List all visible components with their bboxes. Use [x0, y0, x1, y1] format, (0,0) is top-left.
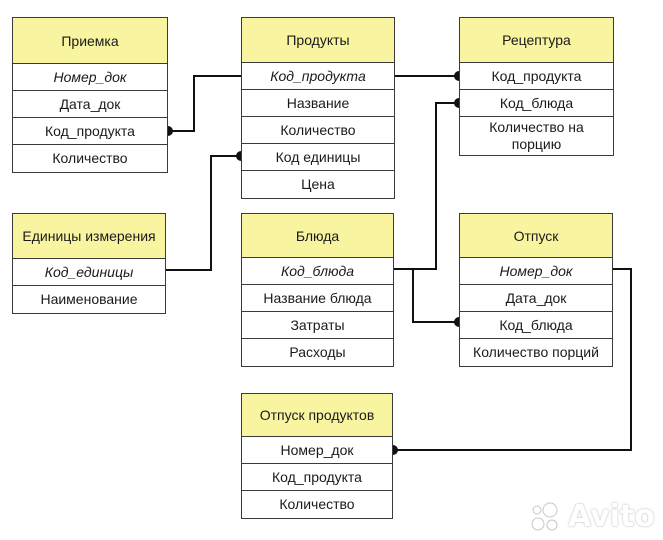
- entity-receptura: Рецептура Код_продукта Код_блюда Количес…: [459, 17, 614, 156]
- link-edinicy-produkty: [166, 155, 241, 271]
- entity-field: Количество: [52, 150, 128, 166]
- entity-title: Приемка: [13, 18, 167, 64]
- entity-blyuda: Блюда Код_блюда Название блюда Затраты Р…: [241, 213, 394, 367]
- entity-title: Блюда: [242, 214, 393, 258]
- entity-otpusk: Отпуск Номер_док Дата_док Код_блюда Коли…: [459, 213, 613, 367]
- entity-title: Отпуск продуктов: [242, 394, 392, 437]
- entity-produkty: Продукты Код_продукта Название Количеств…: [241, 17, 395, 199]
- entity-field: Код_продукта: [13, 118, 167, 145]
- watermark-text: Avito: [568, 499, 655, 534]
- entity-field: Количество: [279, 496, 355, 512]
- entity-field: Наименование: [40, 291, 138, 307]
- entity-title: Рецептура: [460, 18, 613, 63]
- link-priemka-produkty: [168, 75, 241, 132]
- entity-title: Продукты: [242, 18, 394, 63]
- entity-field: Код_продукта: [242, 464, 392, 491]
- entity-field: Номер_док: [13, 64, 167, 91]
- entity-field: Количество порций: [473, 344, 599, 360]
- link-otpusk-otpusk-produktov: [393, 268, 632, 451]
- entity-field: Номер_док: [460, 258, 612, 285]
- entity-field: Код_продукта: [460, 63, 613, 90]
- entity-field: Затраты: [242, 312, 393, 339]
- entity-title: Отпуск: [460, 214, 612, 258]
- entity-field: Название: [242, 90, 394, 117]
- entity-field: Код_блюда: [460, 90, 613, 117]
- entity-field: Код_блюда: [460, 312, 612, 339]
- entity-field: Название блюда: [242, 285, 393, 312]
- entity-field: Код_продукта: [242, 63, 394, 90]
- entity-otpusk-produktov: Отпуск продуктов Номер_док Код_продукта …: [241, 393, 393, 519]
- entity-title: Единицы измерения: [13, 214, 165, 259]
- link-blyuda-otpusk: [394, 268, 459, 323]
- entity-field: Расходы: [289, 344, 346, 360]
- entity-field: Номер_док: [242, 437, 392, 464]
- entity-field: Дата_док: [460, 285, 612, 312]
- entity-field: Количество: [242, 117, 394, 144]
- entity-field: Количество на порцию: [489, 119, 584, 152]
- entity-field: Код_блюда: [242, 258, 393, 285]
- avito-logo-icon: [531, 502, 558, 530]
- watermark: Avito: [528, 499, 655, 534]
- entity-field: Код единицы: [242, 144, 394, 171]
- entity-field: Дата_док: [13, 91, 167, 118]
- entity-priemka: Приемка Номер_док Дата_док Код_продукта …: [12, 17, 168, 173]
- link-blyuda-receptura: [394, 102, 459, 270]
- entity-field: Цена: [301, 176, 335, 192]
- entity-field: Код_единицы: [13, 259, 165, 286]
- entity-edinicy: Единицы измерения Код_единицы Наименован…: [12, 213, 166, 314]
